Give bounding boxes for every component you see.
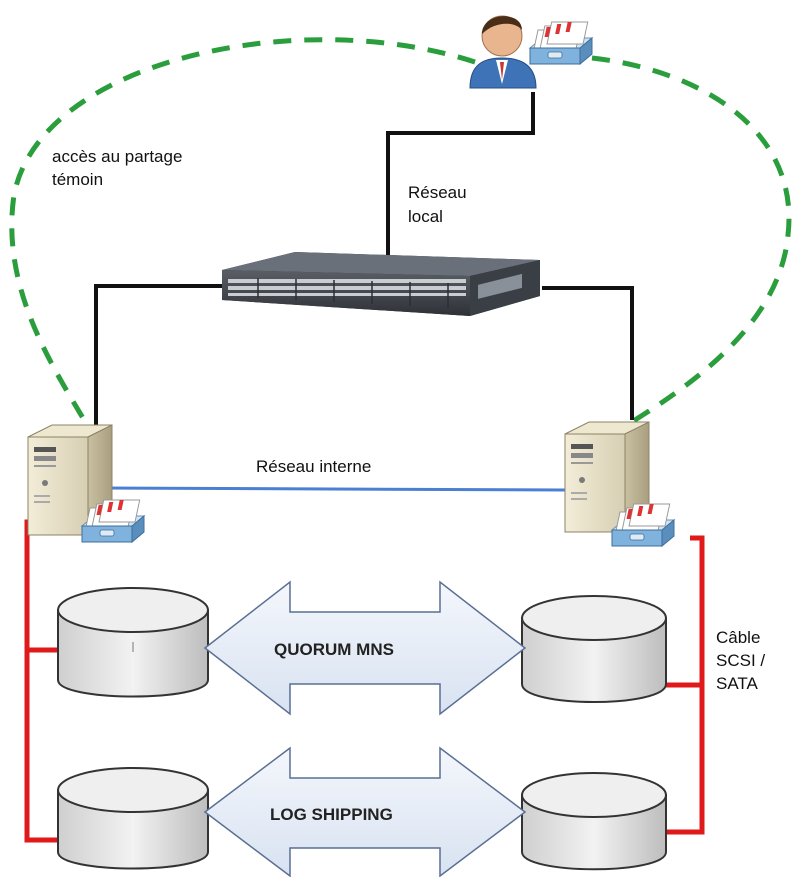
- storage-cable-left: [24, 519, 60, 843]
- local-network-label-line1: Réseau: [408, 183, 467, 202]
- network-switch-icon: [222, 252, 540, 316]
- logshipping-arrow-label: LOG SHIPPING: [270, 805, 393, 824]
- client-mail-tray-icon: [529, 21, 593, 65]
- cable-label-line1: Câble: [716, 628, 760, 647]
- witness-access-label-line1: accès au partage: [52, 147, 182, 166]
- disk-quorum-right-icon: [521, 595, 667, 703]
- internal-network-label: Réseau interne: [256, 457, 371, 476]
- quorum-double-arrow: [203, 580, 527, 716]
- quorum-arrow-label: QUORUM MNS: [274, 640, 394, 659]
- witness-share-link-left: [9, 37, 476, 432]
- lan-cable-left-server: [94, 284, 222, 428]
- internal-network-link: [104, 486, 566, 492]
- cable-label-line2: SCSI /: [716, 651, 765, 670]
- logshipping-double-arrow: [203, 746, 527, 877]
- cable-label-line3: SATA: [716, 674, 759, 693]
- witness-access-label-line2: témoin: [52, 170, 103, 189]
- local-network-label-line2: local: [408, 207, 443, 226]
- witness-share-link-right: [591, 55, 792, 426]
- lan-cable-client: [386, 92, 535, 262]
- disk-quorum-left-icon: [57, 587, 209, 698]
- disk-logshipping-left-icon: [57, 767, 209, 870]
- client-user-icon: [469, 15, 537, 89]
- disk-logshipping-right-icon: [521, 772, 667, 871]
- lan-cable-right-server: [542, 286, 634, 420]
